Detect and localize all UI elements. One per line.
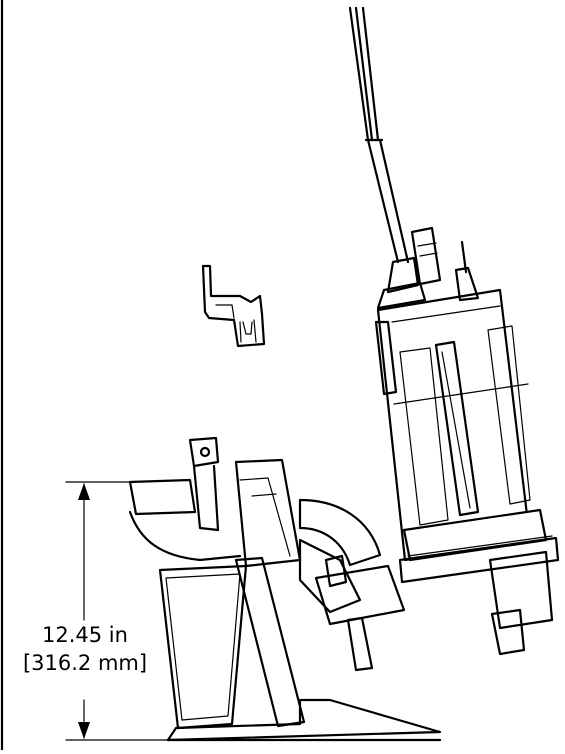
- dimension-value-mm: [316.2 mm]: [22, 651, 148, 675]
- discharge-elbow: [298, 498, 406, 672]
- arrow-down: [78, 722, 90, 739]
- power-cable: [348, 6, 427, 310]
- dimension-value-inches: 12.45 in: [42, 623, 128, 647]
- basin-stand: [128, 436, 442, 742]
- pump-motor-housing: [374, 226, 560, 656]
- arrow-up: [78, 483, 90, 500]
- height-dimension: [65, 481, 186, 741]
- guide-rail-bracket: [201, 264, 266, 348]
